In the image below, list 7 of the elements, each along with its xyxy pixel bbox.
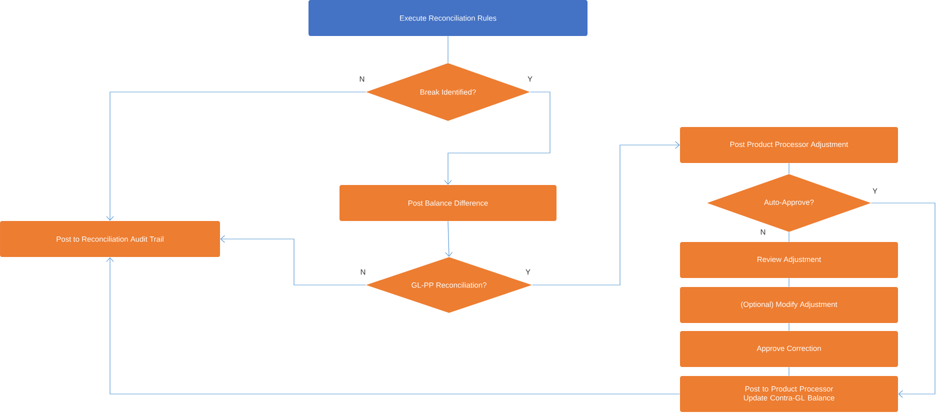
arrow (106, 92, 366, 221)
arrow (445, 220, 453, 257)
arrow (444, 92, 550, 185)
arrow (870, 202, 936, 398)
arrow (106, 257, 680, 394)
arrow (532, 141, 680, 286)
arrow (220, 235, 366, 286)
